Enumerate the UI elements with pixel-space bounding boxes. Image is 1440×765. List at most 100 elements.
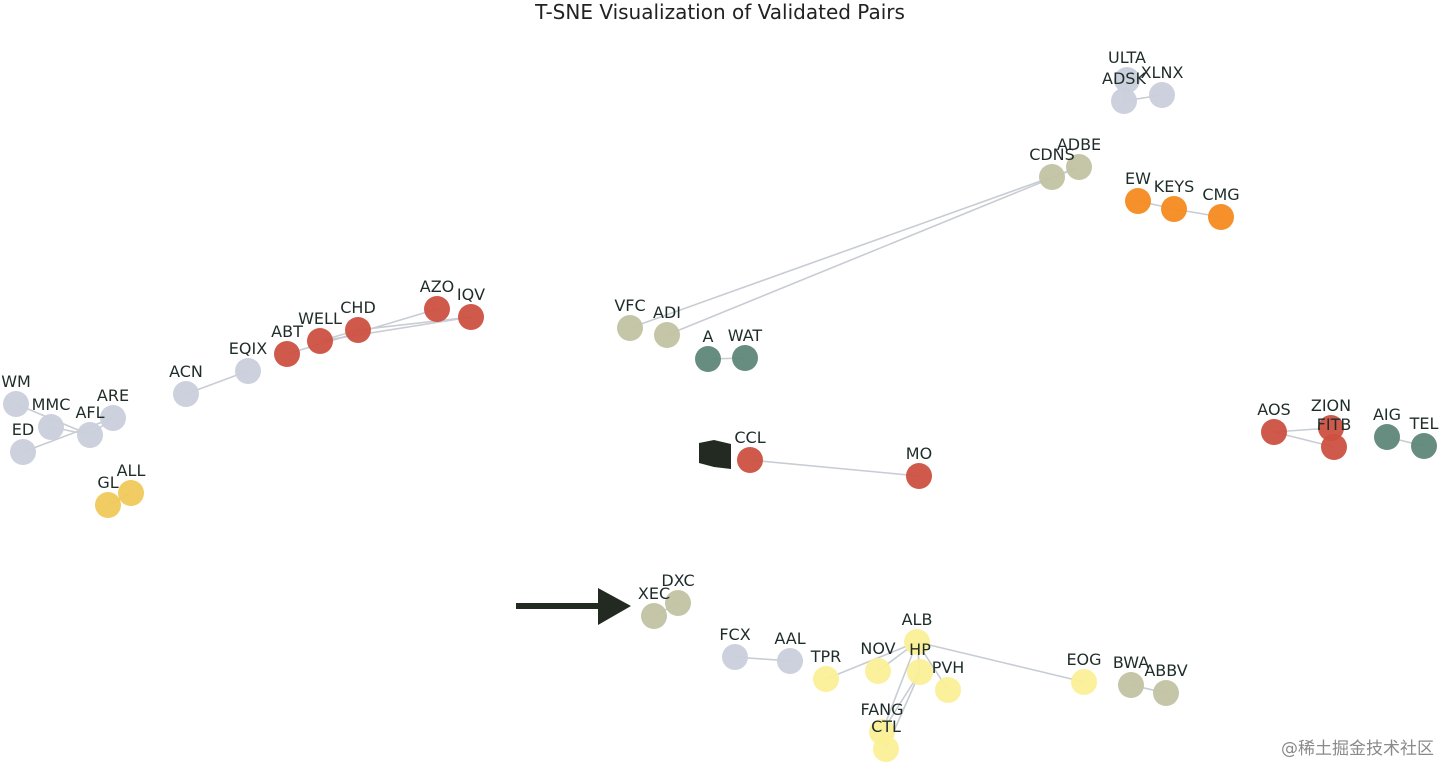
- edge-ed-are: [22, 417, 114, 453]
- node-acn: [173, 381, 199, 407]
- node-label-acn: ACN: [169, 362, 203, 381]
- node-cdns: [1039, 164, 1065, 190]
- node-label-wat: WAT: [728, 326, 763, 345]
- edge-iqv-well: [319, 316, 472, 342]
- node-vfc: [617, 315, 643, 341]
- node-label-fang: FANG: [860, 700, 903, 719]
- node-label-all: ALL: [117, 461, 146, 480]
- node-ccl: [737, 447, 763, 473]
- nodes-layer: [3, 67, 1437, 762]
- node-abbv: [1153, 680, 1179, 706]
- node-are: [100, 405, 126, 431]
- marker-square-icon: [699, 440, 731, 469]
- node-well: [307, 328, 333, 354]
- chart-title: T-SNE Visualization of Validated Pairs: [534, 0, 905, 24]
- node-label-wm: WM: [1, 372, 31, 391]
- node-label-ccl: CCL: [734, 428, 765, 447]
- node-aal: [777, 648, 803, 674]
- edge-cdns-vfc: [629, 176, 1053, 329]
- node-mo: [906, 463, 932, 489]
- node-tel: [1411, 433, 1437, 459]
- node-ulta: [1114, 67, 1140, 93]
- node-hp: [907, 659, 933, 685]
- node-label-cmg: CMG: [1202, 185, 1239, 204]
- node-alb: [904, 629, 930, 655]
- node-all: [118, 480, 144, 506]
- node-iqv: [458, 304, 484, 330]
- edge-alb-eog: [916, 641, 1085, 683]
- node-label-alb: ALB: [902, 610, 933, 629]
- node-adsk: [1111, 88, 1137, 114]
- node-label-adsk: ADSK: [1102, 69, 1146, 88]
- node-eqix: [235, 358, 261, 384]
- watermark-text: @稀土掘金技术社区: [1281, 739, 1434, 759]
- node-label-eog: EOG: [1066, 650, 1101, 669]
- node-label-adi: ADI: [653, 303, 681, 322]
- node-a: [695, 346, 721, 372]
- node-label-abt: ABT: [271, 322, 303, 341]
- node-label-iqv: IQV: [457, 285, 485, 304]
- node-label-aig: AIG: [1373, 405, 1401, 424]
- node-label-tel: TEL: [1409, 414, 1439, 433]
- node-bwa: [1118, 672, 1144, 698]
- node-label-aal: AAL: [774, 629, 805, 648]
- edge-alb-fang: [881, 641, 918, 733]
- node-ew: [1125, 188, 1151, 214]
- node-mmc: [38, 414, 64, 440]
- node-afl: [77, 422, 103, 448]
- node-fitb: [1321, 434, 1347, 460]
- node-label-gl: GL: [97, 473, 118, 492]
- node-label-bwa: BWA: [1113, 653, 1149, 672]
- node-gl: [95, 492, 121, 518]
- edges-layer: [15, 79, 1425, 750]
- node-label-nov: NOV: [860, 639, 895, 658]
- node-label-are: ARE: [97, 386, 129, 405]
- node-nov: [865, 658, 891, 684]
- node-dxc: [665, 590, 691, 616]
- arrow-right-icon: [516, 588, 631, 625]
- node-label-eqix: EQIX: [229, 339, 267, 358]
- node-label-keys: KEYS: [1154, 177, 1195, 196]
- node-label-vfc: VFC: [614, 296, 645, 315]
- node-label-ulta: ULTA: [1108, 48, 1146, 67]
- node-label-ctl: CTL: [871, 717, 901, 736]
- node-label-a: A: [703, 327, 714, 346]
- node-label-dxc: DXC: [661, 571, 694, 590]
- node-pvh: [935, 677, 961, 703]
- node-label-mo: MO: [906, 444, 932, 463]
- node-label-pvh: PVH: [932, 658, 965, 677]
- node-wat: [732, 345, 758, 371]
- edge-adbe-adi: [666, 166, 1080, 336]
- node-cmg: [1208, 204, 1234, 230]
- node-label-adbe: ADBE: [1057, 135, 1101, 154]
- edge-iqv-chd: [357, 316, 472, 331]
- node-label-ew: EW: [1125, 169, 1151, 188]
- node-ed: [10, 439, 36, 465]
- node-label-zion: ZION: [1311, 396, 1351, 415]
- node-adi: [654, 322, 680, 348]
- node-fcx: [722, 644, 748, 670]
- node-aos: [1261, 419, 1287, 445]
- node-label-chd: CHD: [340, 298, 376, 317]
- node-abt: [274, 341, 300, 367]
- node-chd: [345, 317, 371, 343]
- node-label-hp: HP: [909, 640, 931, 659]
- node-label-well: WELL: [298, 309, 342, 328]
- node-label-cdns: CDNS: [1029, 145, 1075, 164]
- node-label-mmc: MMC: [32, 395, 71, 414]
- node-label-fcx: FCX: [719, 625, 750, 644]
- node-aig: [1374, 424, 1400, 450]
- node-eog: [1071, 669, 1097, 695]
- node-label-aos: AOS: [1257, 400, 1290, 419]
- node-label-tpr: TPR: [810, 647, 842, 666]
- node-adbe: [1066, 154, 1092, 180]
- node-label-xec: XEC: [638, 584, 670, 603]
- node-wm: [3, 391, 29, 417]
- node-label-fitb: FITB: [1317, 415, 1352, 434]
- edge-ccl-mo: [749, 459, 920, 477]
- node-azo: [424, 296, 450, 322]
- node-tpr: [813, 666, 839, 692]
- node-label-ed: ED: [12, 420, 34, 439]
